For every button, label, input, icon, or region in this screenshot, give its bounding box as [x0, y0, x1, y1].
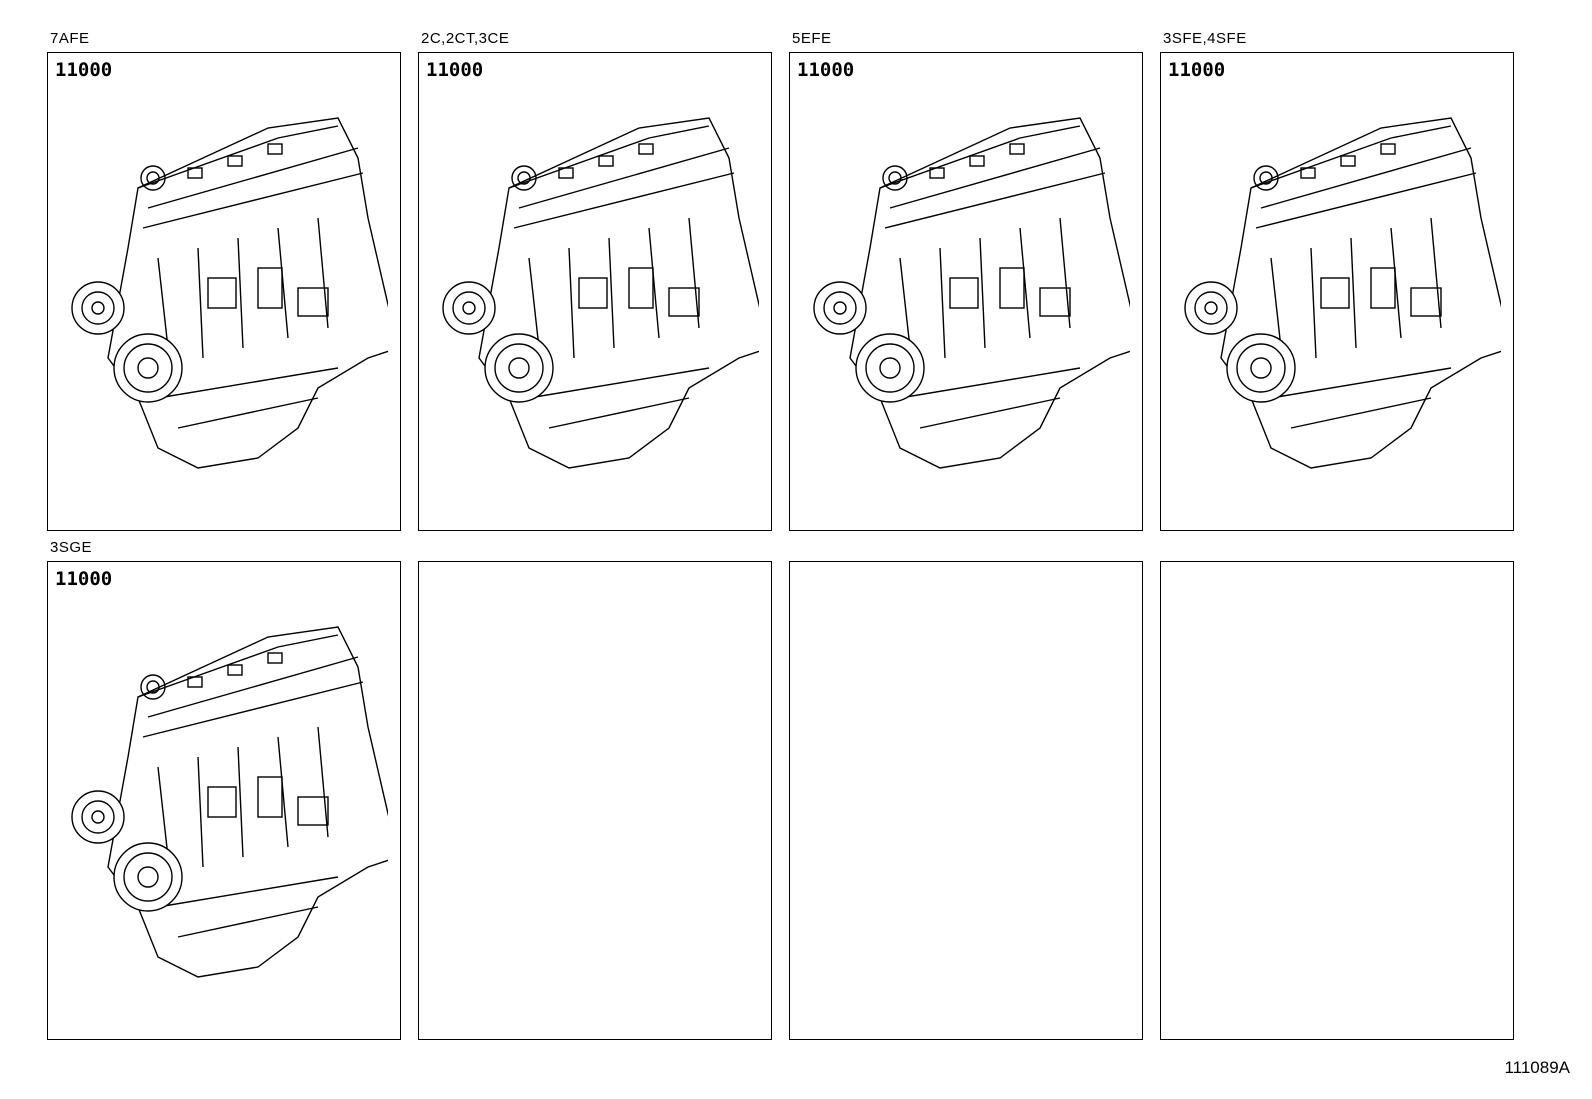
engine-label: 3SGE [50, 539, 93, 556]
empty-panel [418, 561, 772, 1040]
part-number[interactable]: 11000 [797, 59, 855, 81]
engine-assembly-illustration [810, 98, 1141, 478]
part-panel[interactable]: 11000 [1160, 52, 1514, 531]
engine-assembly-illustration [68, 98, 399, 478]
part-panel[interactable]: 11000 [789, 52, 1143, 531]
part-number[interactable]: 11000 [55, 59, 113, 81]
engine-assembly-illustration [68, 607, 399, 987]
engine-label: 2C,2CT,3CE [421, 30, 510, 47]
part-number[interactable]: 11000 [426, 59, 484, 81]
part-panel[interactable]: 11000 [418, 52, 772, 531]
engine-label: 7AFE [50, 30, 90, 47]
engine-label: 3SFE,4SFE [1163, 30, 1247, 47]
part-number[interactable]: 11000 [55, 568, 113, 590]
engine-assembly-illustration [439, 98, 770, 478]
part-panel[interactable]: 11000 [47, 52, 401, 531]
part-number[interactable]: 11000 [1168, 59, 1226, 81]
empty-panel [789, 561, 1143, 1040]
illustration-id: 111089A [1504, 1058, 1570, 1077]
engine-assembly-illustration [1181, 98, 1512, 478]
empty-panel [1160, 561, 1514, 1040]
engine-label: 5EFE [792, 30, 832, 47]
part-panel[interactable]: 11000 [47, 561, 401, 1040]
